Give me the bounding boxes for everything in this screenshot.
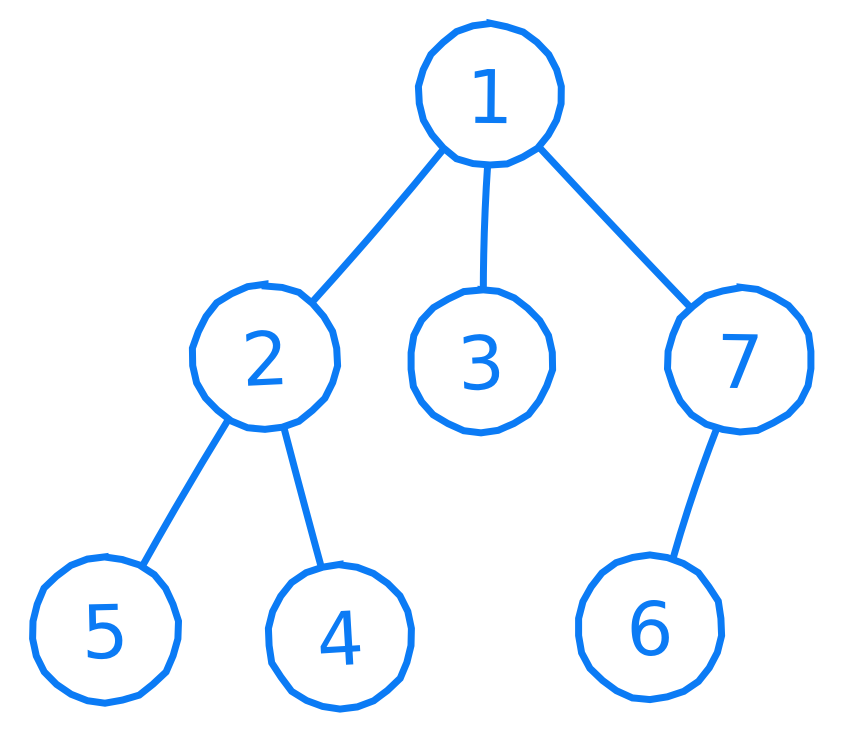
node-4-circle: [264, 560, 415, 713]
node-5-circle: [29, 552, 183, 707]
node-4[interactable]: 4: [264, 560, 415, 713]
edge-1-to-7: [533, 141, 696, 313]
edge-1-to-2: [307, 143, 449, 308]
node-7-circle: [663, 283, 815, 436]
node-5[interactable]: 5: [29, 552, 183, 707]
edge-7-to-6: [668, 422, 722, 565]
node-1-circle: [414, 18, 565, 169]
edge-1-to-3: [479, 160, 492, 296]
edge-2-to-4: [279, 421, 326, 573]
node-2[interactable]: 2: [188, 280, 342, 433]
node-3-circle: [407, 285, 557, 437]
node-6[interactable]: 6: [575, 551, 726, 704]
node-7[interactable]: 7: [663, 283, 815, 436]
node-6-circle: [575, 551, 726, 704]
node-1[interactable]: 1: [414, 18, 565, 169]
edges-layer: [137, 141, 722, 573]
node-2-circle: [188, 280, 342, 433]
node-3[interactable]: 3: [407, 285, 557, 437]
edge-2-to-5: [137, 413, 234, 573]
